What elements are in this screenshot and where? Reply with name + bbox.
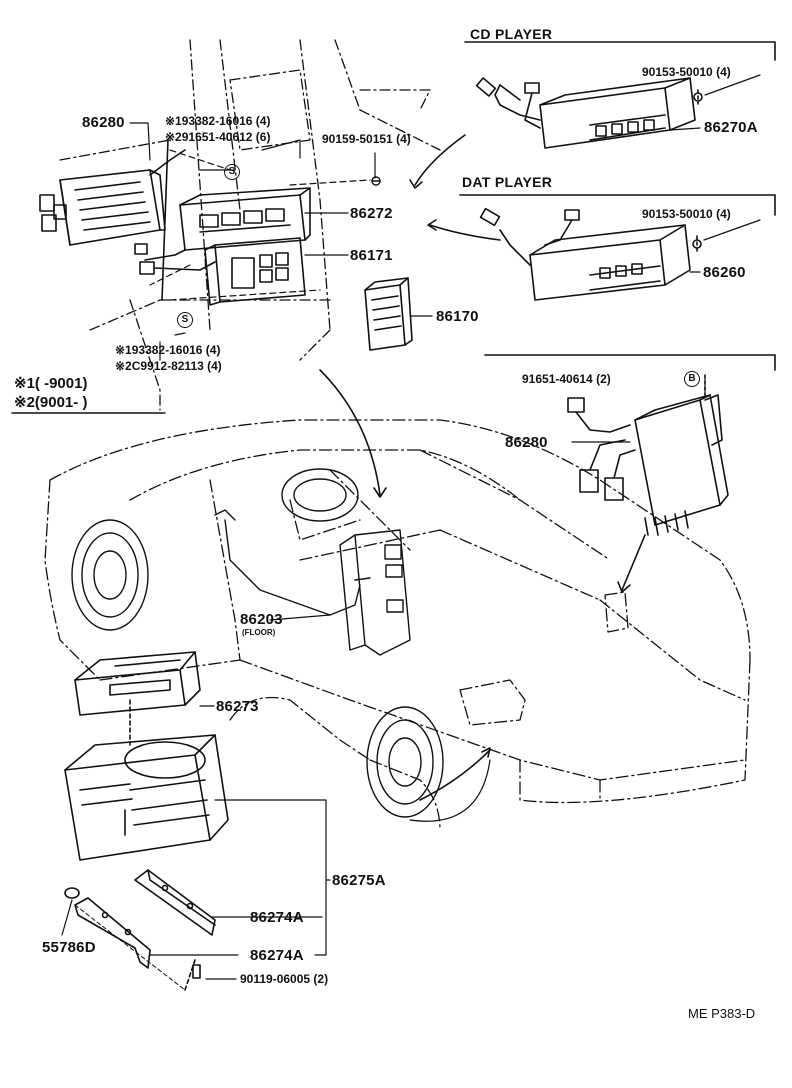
fastener-90153-dat: 90153-50010 (4) [642,207,731,221]
fastener-90119: 90119-06005 (2) [240,972,329,986]
bracket-dashes [149,149,371,301]
part-86203: 86203 [240,611,283,628]
part-86273: 86273 [216,698,259,715]
cd-player-header: CD PLAYER [470,26,553,42]
bracket-86274a-upper [134,869,216,936]
fastener-193382-bottom: ※193382-16016 (4) [115,343,221,357]
dat-player-86260 [459,194,776,301]
part-86203-floor-note: (FLOOR) [242,628,276,637]
module-86170 [364,277,413,351]
note-2: ※2(9001- ) [14,394,88,411]
part-86274a-lower: 86274A [250,947,304,964]
part-86280-right: 86280 [505,434,548,451]
steering-wheel-console [214,468,411,656]
part-86260: 86260 [703,264,746,281]
amplifier-86280-right [484,354,776,536]
fastener-90159: 90159-50151 (4) [322,132,411,146]
case-86273 [74,651,201,716]
amplifier-86280-top [39,139,216,301]
fastener-291651-top: ※291651-40612 (6) [165,130,271,144]
part-86275a: 86275A [332,872,386,889]
bracket-86274a-lower [74,897,151,969]
part-86170: 86170 [436,308,479,325]
part-86270a: 86270A [704,119,758,136]
note-1: ※1( -9001) [14,375,88,392]
fastener-193382-top: ※193382-16016 (4) [165,114,271,128]
fastener-91651: 91651-40614 (2) [522,372,611,386]
symbol-b-marker: B [684,371,700,387]
part-55786d: 55786D [42,939,96,956]
head-unit-86171 [204,237,306,306]
dat-player-header: DAT PLAYER [462,174,553,190]
grommet-55786d [64,887,80,899]
part-86280-top: 86280 [82,114,125,131]
symbol-s-lower: S [177,312,193,328]
fastener-90153-cd: 90153-50010 (4) [642,65,731,79]
part-86171: 86171 [350,247,393,264]
bolt-90119 [74,904,201,991]
wheels [71,519,444,818]
head-unit-86272 [179,187,311,251]
fastener-c9912-bottom: ※2C9912-82113 (4) [115,359,222,373]
flow-arrows [319,134,646,822]
screws [371,176,381,186]
symbol-s-upper: S [224,164,240,180]
part-86272: 86272 [350,205,393,222]
footer-code: ME P383-D [688,1006,756,1021]
part-86274a-upper: 86274A [250,909,304,926]
car-body-outline [44,419,751,831]
dashboard-outline [59,39,441,411]
changer-86275a [64,699,229,861]
